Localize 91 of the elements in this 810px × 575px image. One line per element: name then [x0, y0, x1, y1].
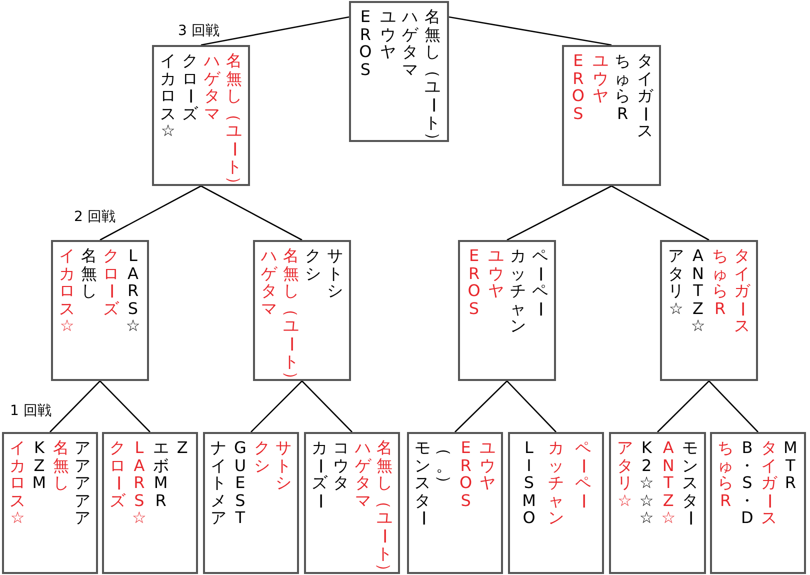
team-name: ユウヤ — [488, 247, 504, 300]
team-name: モンスター — [414, 439, 431, 527]
team-name: EROS — [570, 52, 586, 122]
bracket-box — [562, 45, 661, 186]
team-name: Z — [176, 439, 189, 457]
team-name: B・S・D — [739, 439, 756, 527]
team-name: イカロス☆ — [160, 52, 176, 140]
bracket-box — [349, 1, 449, 142]
team-name: 名無し（ユート） — [424, 8, 441, 149]
team-name: コウタ — [333, 439, 350, 492]
team-name: タイガース — [636, 52, 653, 140]
bracket-box — [508, 432, 604, 574]
team-name: アアアアア — [74, 439, 90, 527]
team-name: タイガース — [760, 439, 777, 527]
team-name: ハゲタマ — [402, 8, 418, 78]
bracket-box — [407, 432, 503, 574]
team-name: クローズ — [182, 52, 198, 122]
team-name: アタリ☆ — [616, 439, 633, 510]
team-name: 名無し — [52, 439, 69, 492]
bracket-box — [253, 240, 351, 381]
bracket-line — [506, 185, 612, 241]
bracket-line — [100, 185, 202, 241]
team-name: ユウヤ — [380, 8, 396, 61]
team-name: ペーペー — [575, 439, 591, 510]
team-name: クシ — [254, 439, 270, 474]
bracket-box — [203, 432, 299, 574]
team-name: EROS — [466, 247, 482, 318]
team-name: カッチャン — [510, 247, 526, 335]
bracket-line — [506, 380, 556, 432]
team-name: ハゲタマ — [354, 439, 371, 510]
team-name: ユウヤ — [479, 439, 496, 492]
round-label: 1 回戦 — [10, 402, 52, 420]
team-name: 名無し — [81, 247, 97, 300]
team-name: ハゲタマ — [261, 247, 277, 318]
bracket-line — [50, 380, 100, 432]
team-name: イカロス☆ — [59, 247, 75, 335]
team-name: ANTZ☆ — [660, 439, 676, 527]
team-name: カッチャン — [548, 439, 564, 527]
team-name: ユウヤ — [592, 52, 608, 105]
bracket-line — [708, 380, 758, 432]
bracket-box — [710, 432, 806, 574]
team-name: ハゲタマ — [204, 52, 220, 122]
team-name: サトシ — [327, 247, 343, 300]
bracket-box — [51, 240, 149, 381]
team-name: KZM — [31, 439, 48, 492]
team-name: クシ — [305, 247, 321, 282]
team-name: ちゅらR — [712, 247, 728, 318]
team-name: イカロス☆ — [10, 439, 26, 527]
team-name: LARS☆ — [131, 439, 148, 527]
team-name: ペーペー — [532, 247, 548, 318]
bracket-line — [448, 16, 612, 46]
team-name: カーズー — [312, 439, 328, 510]
bracket-line — [302, 380, 352, 432]
team-name: ちゅらR — [718, 439, 734, 510]
round-label: 3 回戦 — [178, 22, 220, 40]
bracket-box — [609, 432, 706, 574]
team-name: エボMR — [152, 439, 169, 510]
bracket-line — [200, 185, 302, 241]
team-name: アタリ☆ — [668, 247, 684, 318]
team-name: ANTZ☆ — [690, 247, 706, 335]
bracket-line — [250, 380, 302, 432]
team-name: タイガース — [734, 247, 750, 335]
bracket-box — [458, 240, 556, 381]
team-name: GUEST — [232, 439, 248, 527]
team-name: ナイトメア — [210, 439, 227, 527]
bracket-line — [611, 185, 710, 241]
team-name: クローズ — [103, 247, 119, 318]
bracket-line — [100, 380, 150, 432]
team-name: MTR — [782, 439, 798, 492]
team-name: EROS — [358, 8, 373, 78]
bracket-box — [102, 432, 198, 574]
team-name: 名無し（ユート） — [376, 439, 392, 575]
team-name: K2☆☆☆ — [638, 439, 655, 527]
bracket-box — [152, 45, 250, 186]
team-name: 名無し（ユート） — [226, 52, 242, 193]
bracket-line — [454, 380, 508, 432]
team-name: 名無し（ユート） — [283, 247, 299, 388]
team-name: EROS — [458, 439, 474, 510]
team-name: クローズ — [110, 439, 126, 510]
round-label: 2 回戦 — [74, 208, 116, 226]
bracket-line — [200, 16, 350, 46]
team-name: サトシ — [275, 439, 292, 492]
bracket-line — [657, 380, 710, 432]
team-name: ちゅらR — [614, 52, 631, 122]
team-name: モンスター — [682, 439, 698, 527]
team-name: （。） — [436, 439, 452, 492]
bracket-box — [304, 432, 400, 574]
bracket-box — [660, 240, 758, 381]
team-name: LARS☆ — [125, 247, 141, 335]
bracket-box — [2, 432, 98, 574]
team-name: LISMO — [521, 439, 537, 527]
